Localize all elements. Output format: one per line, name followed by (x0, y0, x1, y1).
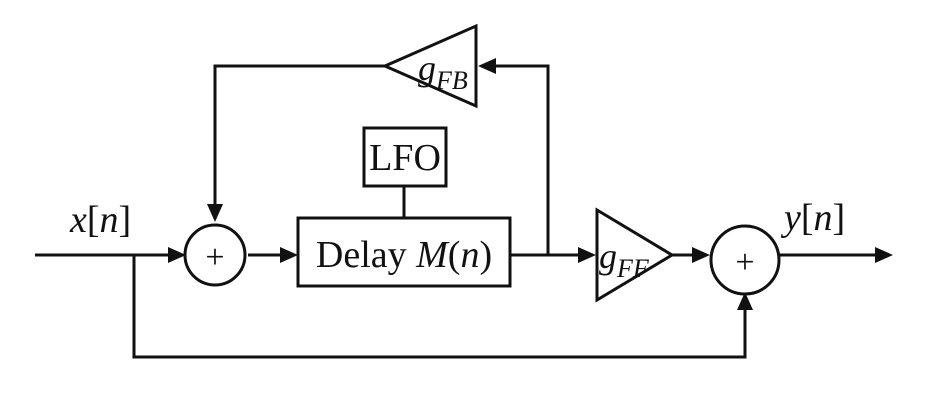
input-arrowhead (168, 247, 186, 263)
output-close-bracket: ] (833, 197, 846, 239)
feedback-gain-base: g (418, 48, 436, 88)
input-label: x[n] (69, 199, 131, 241)
delay-open-paren: ( (448, 234, 461, 276)
sum1-symbol: + (205, 239, 224, 276)
gff-to-sum2-arrowhead (692, 247, 710, 263)
dry-bypass-line (132, 255, 747, 359)
output-arrowhead (875, 247, 893, 263)
delay-arg: n (460, 234, 479, 276)
input-index: n (100, 199, 119, 241)
delay-block (296, 216, 512, 288)
input-close-bracket: ] (119, 199, 132, 241)
feedforward-gain-triangle (595, 207, 675, 303)
sum1-node (183, 223, 247, 287)
output-label: y[n] (780, 197, 845, 239)
lfo-block (362, 126, 448, 188)
delay-func: M (415, 234, 450, 276)
output-open-bracket: [ (801, 197, 814, 239)
delay-label: Delay M(n) (316, 234, 492, 276)
feedforward-gain-sub: FF (616, 254, 650, 283)
feedback-gain-sub: FB (435, 66, 468, 95)
lfo-label: LFO (369, 137, 441, 179)
feedback-return-arrowhead (207, 204, 223, 222)
delay-close-paren: ) (479, 234, 492, 276)
feedback-return-line (213, 64, 385, 215)
feedforward-gain-label: gFF (599, 236, 650, 283)
sum1-to-delay-arrowhead (280, 247, 298, 263)
feedback-gain-label: gFB (418, 48, 468, 95)
feedback-arrowhead (478, 58, 496, 74)
feedback-tap-line (486, 64, 550, 255)
feedback-gain-triangle (381, 23, 478, 109)
output-index: n (814, 197, 833, 239)
delay-word: Delay (316, 234, 416, 276)
dry-bypass-arrowhead (737, 292, 753, 310)
delay-to-gff-arrowhead (578, 247, 596, 263)
input-var: x (69, 199, 87, 241)
output-var: y (780, 197, 801, 239)
feedforward-gain-base: g (599, 236, 617, 276)
input-open-bracket: [ (87, 199, 100, 241)
sum2-symbol: + (735, 244, 754, 281)
sum2-node (709, 224, 781, 296)
